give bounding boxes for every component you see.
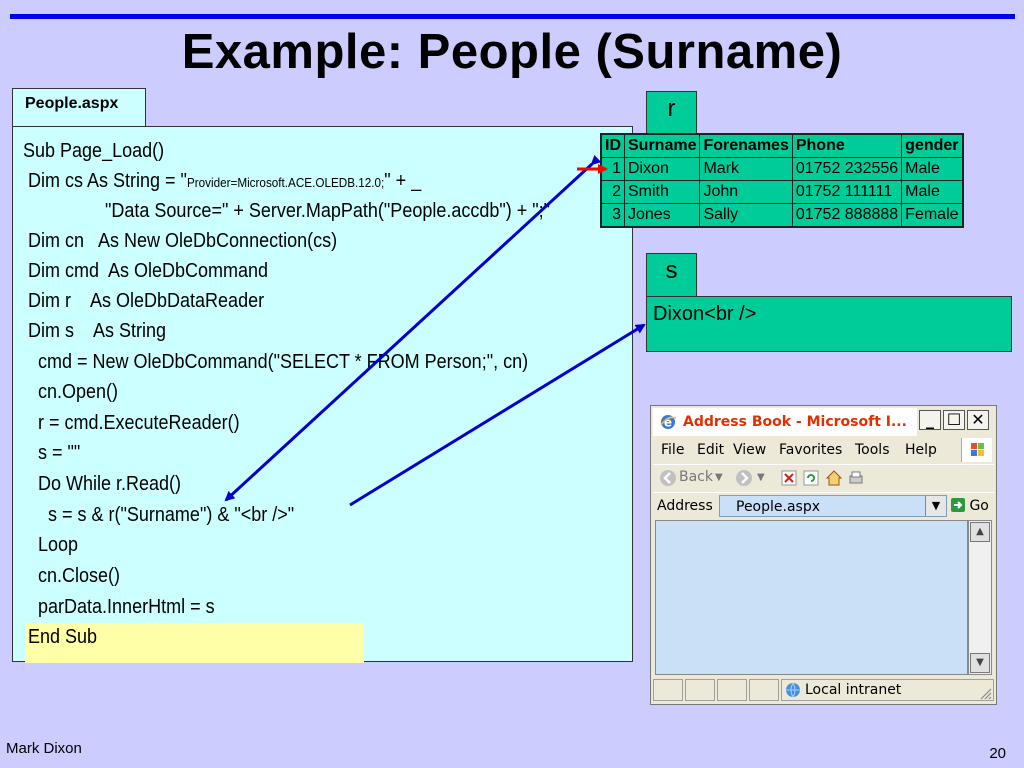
table-cell: Jones (623, 203, 701, 228)
highlighted-line (25, 623, 364, 663)
ie-icon: e (660, 415, 677, 430)
forward-icon[interactable] (735, 469, 753, 487)
table-cell: 01752 232556 (791, 157, 903, 181)
title-rule (10, 14, 1015, 19)
code-line: r = cmd.ExecuteReader() (23, 412, 240, 434)
browser-title-bar: e Address Book - Microsoft I... (653, 408, 917, 436)
scroll-up-icon[interactable]: ▲ (970, 522, 990, 542)
code-line: cn.Close() (23, 565, 121, 587)
menu-help[interactable]: Help (905, 442, 937, 458)
status-bar: Local intranet (653, 678, 994, 702)
resize-grip-icon[interactable] (978, 686, 992, 700)
windows-flag-icon (961, 438, 992, 462)
home-icon[interactable] (825, 469, 843, 487)
back-icon[interactable] (659, 469, 677, 487)
code-line: Sub Page_Load() (23, 140, 165, 162)
back-button[interactable]: Back (679, 469, 713, 485)
go-button[interactable]: Go (951, 498, 989, 514)
table-cell: Male (901, 180, 964, 204)
forward-dropdown-icon[interactable]: ▼ (757, 472, 765, 483)
vertical-scrollbar[interactable]: ▲ ▼ (968, 520, 992, 675)
menu-bar: File Edit View Favorites Tools Help (653, 438, 994, 462)
code-line: End Sub (23, 626, 98, 648)
table-cell: Sally (699, 203, 793, 228)
table-cell: 01752 888888 (791, 203, 903, 228)
status-cell (685, 679, 715, 701)
address-value: People.aspx (736, 499, 821, 515)
code-line: parData.InnerHtml = s (23, 596, 215, 618)
svg-text:e: e (664, 416, 672, 430)
minimize-icon[interactable]: _ (919, 410, 941, 430)
page-content-area[interactable] (655, 520, 968, 675)
code-line: cn.Open() (23, 381, 119, 403)
address-label: Address (657, 498, 713, 514)
code-line: s = "" (23, 442, 81, 464)
column-header: Surname (623, 133, 701, 158)
string-arrow (349, 323, 646, 507)
code-line: Dim s As String (23, 320, 167, 342)
r-variable-label: r (646, 91, 697, 133)
table-row: 2 Smith John 01752 111111 Male (600, 180, 964, 204)
close-icon[interactable]: ✕ (967, 410, 989, 430)
s-variable-value: Dixon<br /> (646, 296, 1012, 352)
back-dropdown-icon[interactable]: ▼ (715, 472, 723, 483)
code-line: Loop (23, 534, 79, 556)
address-input[interactable]: People.aspx ▼ (719, 495, 947, 517)
status-zone (781, 679, 994, 701)
code-line: Do While r.Read() (23, 473, 182, 495)
table-row: 3 Jones Sally 01752 888888 Female (600, 203, 964, 228)
browser-title: Address Book - Microsoft I... (683, 414, 907, 430)
stop-icon[interactable] (781, 470, 797, 486)
table-header-row: ID Surname Forenames Phone gender (600, 133, 964, 158)
table-cell: Female (901, 203, 964, 228)
s-variable-label: s (646, 253, 697, 296)
table-cell: John (699, 180, 793, 204)
footer-author: Mark Dixon (6, 740, 82, 757)
column-header: gender (901, 133, 964, 158)
table-cell: 01752 111111 (791, 180, 903, 204)
status-cell (653, 679, 683, 701)
refresh-icon[interactable] (803, 470, 819, 486)
maximize-icon[interactable]: ☐ (943, 410, 965, 430)
page-number: 20 (989, 745, 1006, 762)
column-header: Forenames (699, 133, 793, 158)
browser-window: e Address Book - Microsoft I... _ ☐ ✕ Fi… (650, 405, 997, 705)
menu-view[interactable]: View (733, 442, 767, 458)
status-text: Local intranet (805, 682, 902, 698)
menu-edit[interactable]: Edit (697, 442, 725, 458)
status-cell (749, 679, 779, 701)
chevron-down-icon[interactable]: ▼ (925, 496, 946, 516)
print-icon[interactable] (847, 469, 865, 487)
status-cell (717, 679, 747, 701)
reader-arrow (224, 154, 602, 502)
slide-title: Example: People (Surname) (181, 25, 843, 79)
column-header: Phone (791, 133, 903, 158)
scroll-down-icon[interactable]: ▼ (970, 653, 990, 673)
record-table: ID Surname Forenames Phone gender 1 Dixo… (600, 133, 964, 228)
menu-tools[interactable]: Tools (855, 442, 890, 458)
table-cell: Smith (623, 180, 701, 204)
file-label: People.aspx (12, 88, 146, 126)
go-icon (951, 498, 965, 512)
menu-file[interactable]: File (661, 442, 685, 458)
go-label: Go (969, 498, 989, 514)
toolbar: Back ▼ ▼ (653, 464, 994, 491)
code-line: s = s & r("Surname") & "<br />" (23, 504, 295, 526)
globe-icon (786, 682, 800, 699)
menu-favorites[interactable]: Favorites (779, 442, 843, 458)
address-bar: Address People.aspx ▼ Go (653, 492, 994, 519)
